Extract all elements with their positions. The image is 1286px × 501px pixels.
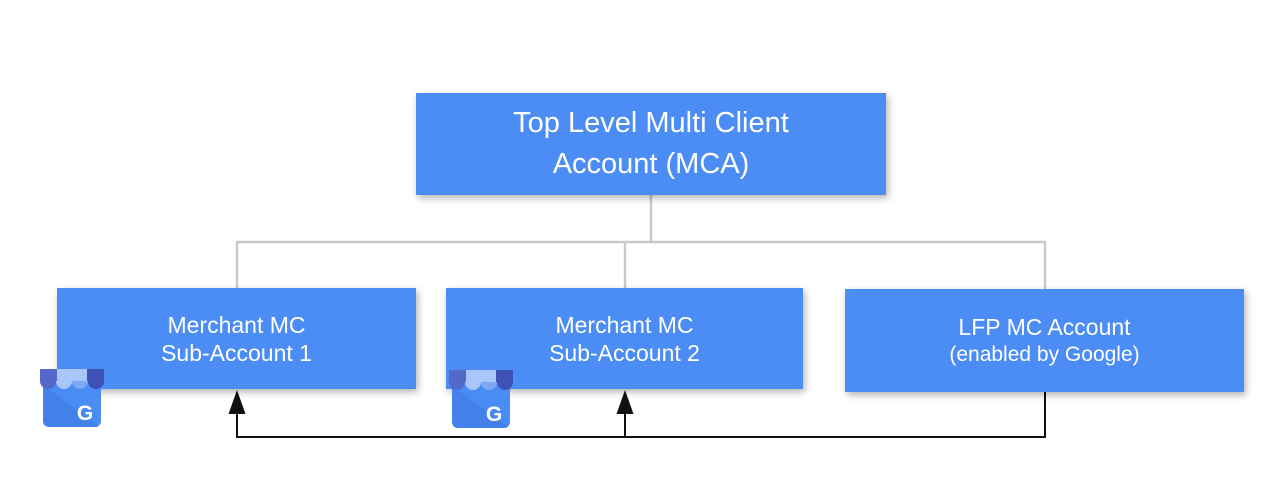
node-label-line1: LFP MC Account <box>958 313 1131 340</box>
arrowhead-to-sub1 <box>228 390 246 414</box>
g-letter: G <box>77 402 93 425</box>
node-label-line1: Merchant MC <box>555 311 694 338</box>
google-my-business-icon: G <box>40 369 104 427</box>
node-label-line2: Sub-Account 1 <box>161 339 312 366</box>
storefront-fold-shadow <box>452 386 510 428</box>
storefront-fold-shadow <box>43 385 101 427</box>
node-label-line2: Sub-Account 2 <box>549 339 700 366</box>
g-letter: G <box>486 403 502 426</box>
google-my-business-icon: G <box>449 370 513 428</box>
node-label-line1: Merchant MC <box>167 311 306 338</box>
arrowhead-to-sub2 <box>616 390 634 414</box>
tree-connector-lines <box>235 195 1047 289</box>
storefront-awning <box>40 369 104 389</box>
node-lfp-mc-account: LFP MC Account (enabled by Google) <box>845 289 1244 392</box>
storefront-awning <box>449 370 513 390</box>
node-label-line2: (enabled by Google) <box>949 342 1140 366</box>
node-merchant-sub-account-1: Merchant MC Sub-Account 1 <box>57 288 416 389</box>
node-top-level-mca: Top Level Multi Client Account (MCA) <box>416 93 886 195</box>
node-label-line1: Top Level Multi Client <box>513 107 789 139</box>
node-label-line2: Account (MCA) <box>552 148 750 180</box>
lfp-feed-arrow-lines <box>236 392 1046 438</box>
